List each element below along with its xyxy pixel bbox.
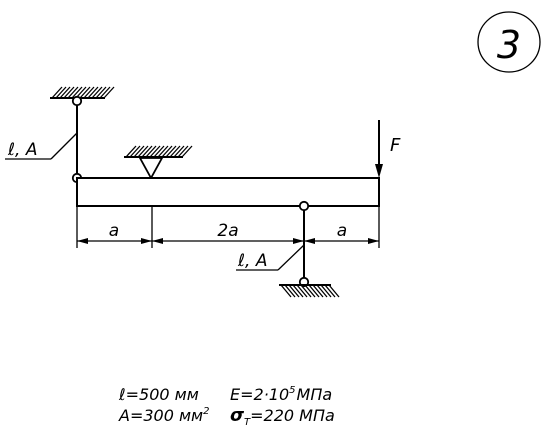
hatch-line	[95, 86, 107, 99]
hatch-line	[133, 145, 145, 158]
hatch-line	[284, 284, 296, 298]
hatch-line	[67, 86, 79, 99]
hatch-line	[296, 284, 308, 298]
param-area: A=300 мм2	[118, 406, 210, 425]
hatch-line	[71, 86, 83, 99]
force-label: F	[390, 135, 401, 156]
hatch-line	[145, 145, 157, 158]
hatch-line	[173, 145, 185, 158]
lower-rod-top-hinge	[298, 200, 310, 212]
param-yield-symbol: σ	[230, 405, 245, 426]
hatch-line	[153, 145, 165, 158]
hatch-line	[324, 284, 336, 298]
dim-right-label: a	[337, 221, 347, 241]
hatch-line	[320, 284, 332, 298]
hatch-line	[181, 145, 193, 158]
hatch-line	[83, 86, 95, 99]
param-area-main: A=300 мм	[118, 406, 203, 425]
hatch-line	[99, 86, 111, 99]
hatch-line	[103, 86, 115, 99]
upper-rod-label: ℓ, A	[5, 132, 78, 160]
hatch-line	[129, 145, 141, 158]
upper-rod-label-text: ℓ, A	[7, 140, 37, 160]
dimension-line: a 2a a	[76, 206, 380, 248]
param-length: ℓ=500 мм	[118, 385, 199, 404]
lower-rod-label-text: ℓ, A	[237, 251, 267, 271]
hatch-line	[165, 145, 177, 158]
hatch-line	[125, 145, 137, 158]
upper-rod-top-hinge	[71, 95, 83, 107]
hatch-line	[328, 284, 340, 298]
lower-rod-label: ℓ, A	[236, 244, 305, 271]
param-yield-subscript: Т	[244, 417, 251, 428]
hatch-line	[308, 284, 320, 298]
dim-left-label: a	[109, 221, 119, 241]
hatch-line	[169, 145, 181, 158]
dim-middle-label: 2a	[217, 221, 238, 241]
param-yield-rest: =220 МПа	[250, 406, 335, 425]
hatch-line	[157, 145, 169, 158]
param-area-sup: 2	[203, 406, 209, 417]
hatch-line	[312, 284, 324, 298]
hatch-line	[79, 86, 91, 99]
problem-number: 3	[497, 23, 521, 67]
hatch-line	[63, 86, 75, 99]
force-arrow: F	[375, 120, 401, 178]
hatch-line	[87, 86, 99, 99]
parameters: ℓ=500 мм A=300 мм2 E=2·105МПа σТ=220 МПа	[118, 385, 335, 428]
hatch-line	[280, 284, 292, 298]
hatch-line	[161, 145, 173, 158]
hatch-line	[149, 145, 161, 158]
rigid-beam	[76, 177, 380, 207]
hatch-line	[177, 145, 189, 158]
hatch-line	[300, 284, 312, 298]
hatch-line	[137, 145, 149, 158]
hatch-line	[51, 86, 63, 99]
hatch-line	[288, 284, 300, 298]
bottom-fixed-support	[279, 284, 340, 298]
hatch-line	[59, 86, 71, 99]
problem-number-badge: 3	[477, 11, 541, 73]
param-modulus-unit: МПа	[297, 385, 333, 404]
param-modulus-main: E=2·10	[230, 385, 289, 404]
hatch-line	[91, 86, 103, 99]
param-modulus-sup: 5	[289, 385, 295, 396]
param-modulus: E=2·105МПа	[230, 385, 332, 404]
hatch-line	[292, 284, 304, 298]
hatch-line	[316, 284, 328, 298]
hatch-line	[55, 86, 67, 99]
hatch-line	[141, 145, 153, 158]
hatch-line	[304, 284, 316, 298]
param-yield: σТ=220 МПа	[230, 405, 335, 428]
pin-support	[124, 145, 193, 180]
top-fixed-support	[50, 86, 115, 99]
